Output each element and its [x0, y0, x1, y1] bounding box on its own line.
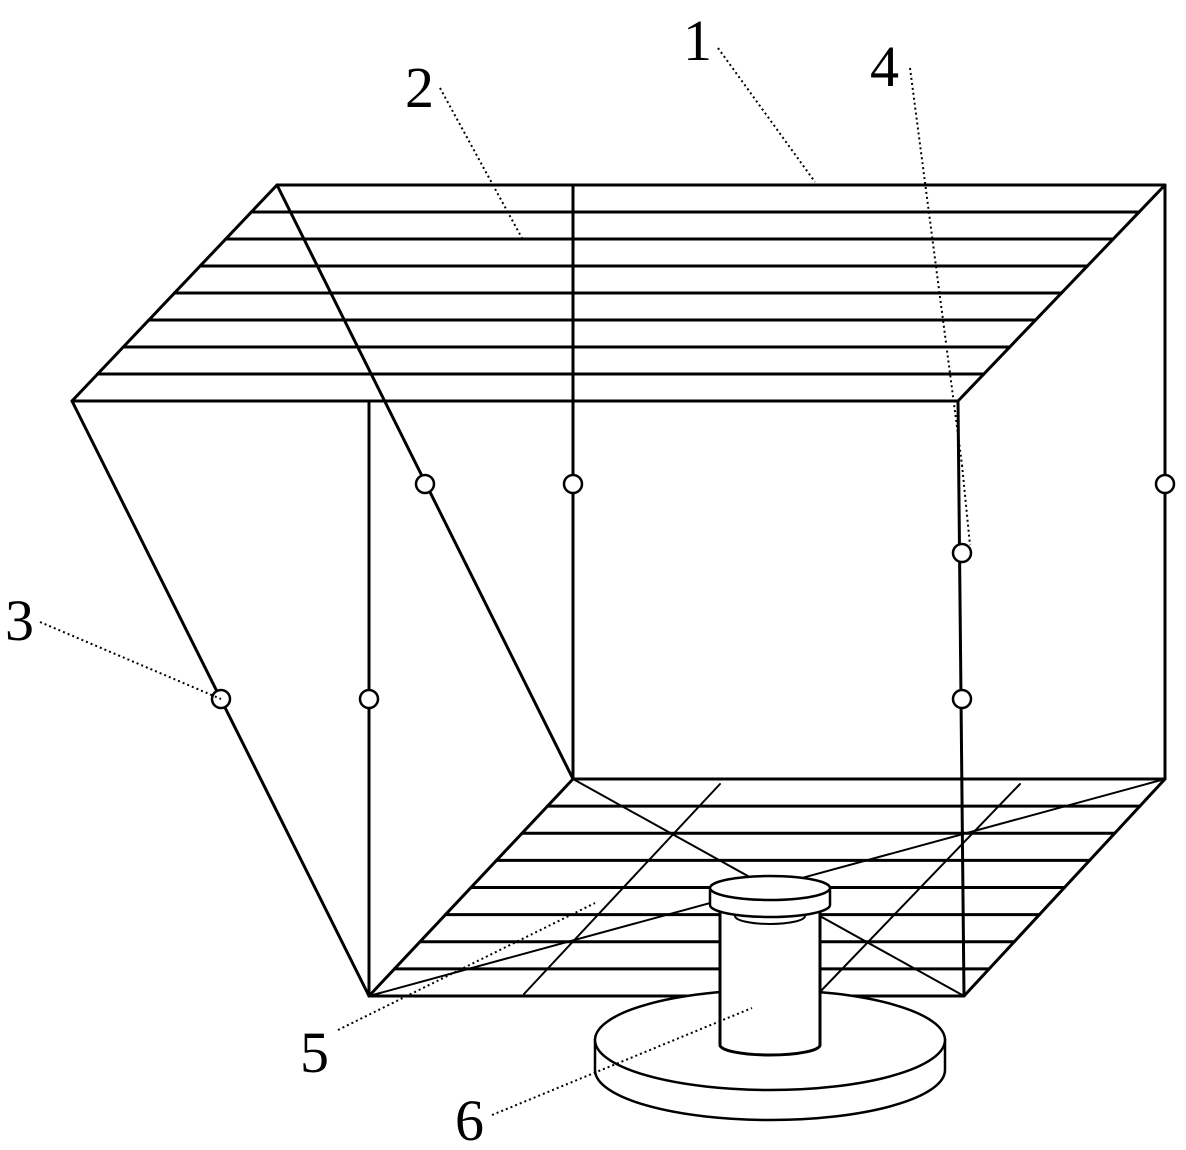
hinge-point: [1154, 473, 1176, 495]
callout-labels: 1 2 3 4 5 6: [5, 8, 899, 1150]
callout-label-6: 6: [455, 1088, 484, 1150]
leader-lines: [39, 47, 971, 1116]
bottom-panel-slats: [393, 804, 1142, 971]
hinge-point: [951, 542, 973, 564]
post-cap-top: [708, 874, 832, 902]
leader-line-4: [909, 67, 963, 466]
post-bottom-edge: [718, 1043, 822, 1057]
hinge-point: [414, 473, 436, 495]
hinge-point: [210, 688, 232, 710]
hinge-point: [562, 473, 584, 495]
bottom-panel-cross-bar-1: [523, 783, 721, 995]
post-body: [720, 905, 820, 1045]
hinge-points: [210, 473, 1176, 710]
callout-label-1: 1: [683, 8, 712, 73]
leader-line-4b: [961, 464, 971, 546]
base-assembly: [593, 874, 947, 1122]
top-grille-panel: [70, 183, 1167, 403]
leader-line-3: [39, 621, 222, 700]
leader-line-1: [717, 47, 816, 183]
leader-line-5: [337, 902, 596, 1031]
leader-line-2: [439, 87, 524, 241]
leader-line-6: [491, 1007, 753, 1116]
bottom-grille-panel: [367, 777, 1167, 998]
hinge-point: [951, 688, 973, 710]
hinge-point: [358, 688, 380, 710]
post-cap-underside: [734, 915, 806, 925]
callout-label-2: 2: [405, 55, 434, 120]
callout-label-5: 5: [300, 1020, 329, 1085]
bottom-panel-cross-bar-2: [817, 783, 1021, 995]
frame-members: [70, 183, 1167, 998]
top-panel-slats: [96, 210, 1141, 376]
callout-label-4: 4: [870, 34, 899, 99]
callout-label-3: 3: [5, 588, 34, 653]
